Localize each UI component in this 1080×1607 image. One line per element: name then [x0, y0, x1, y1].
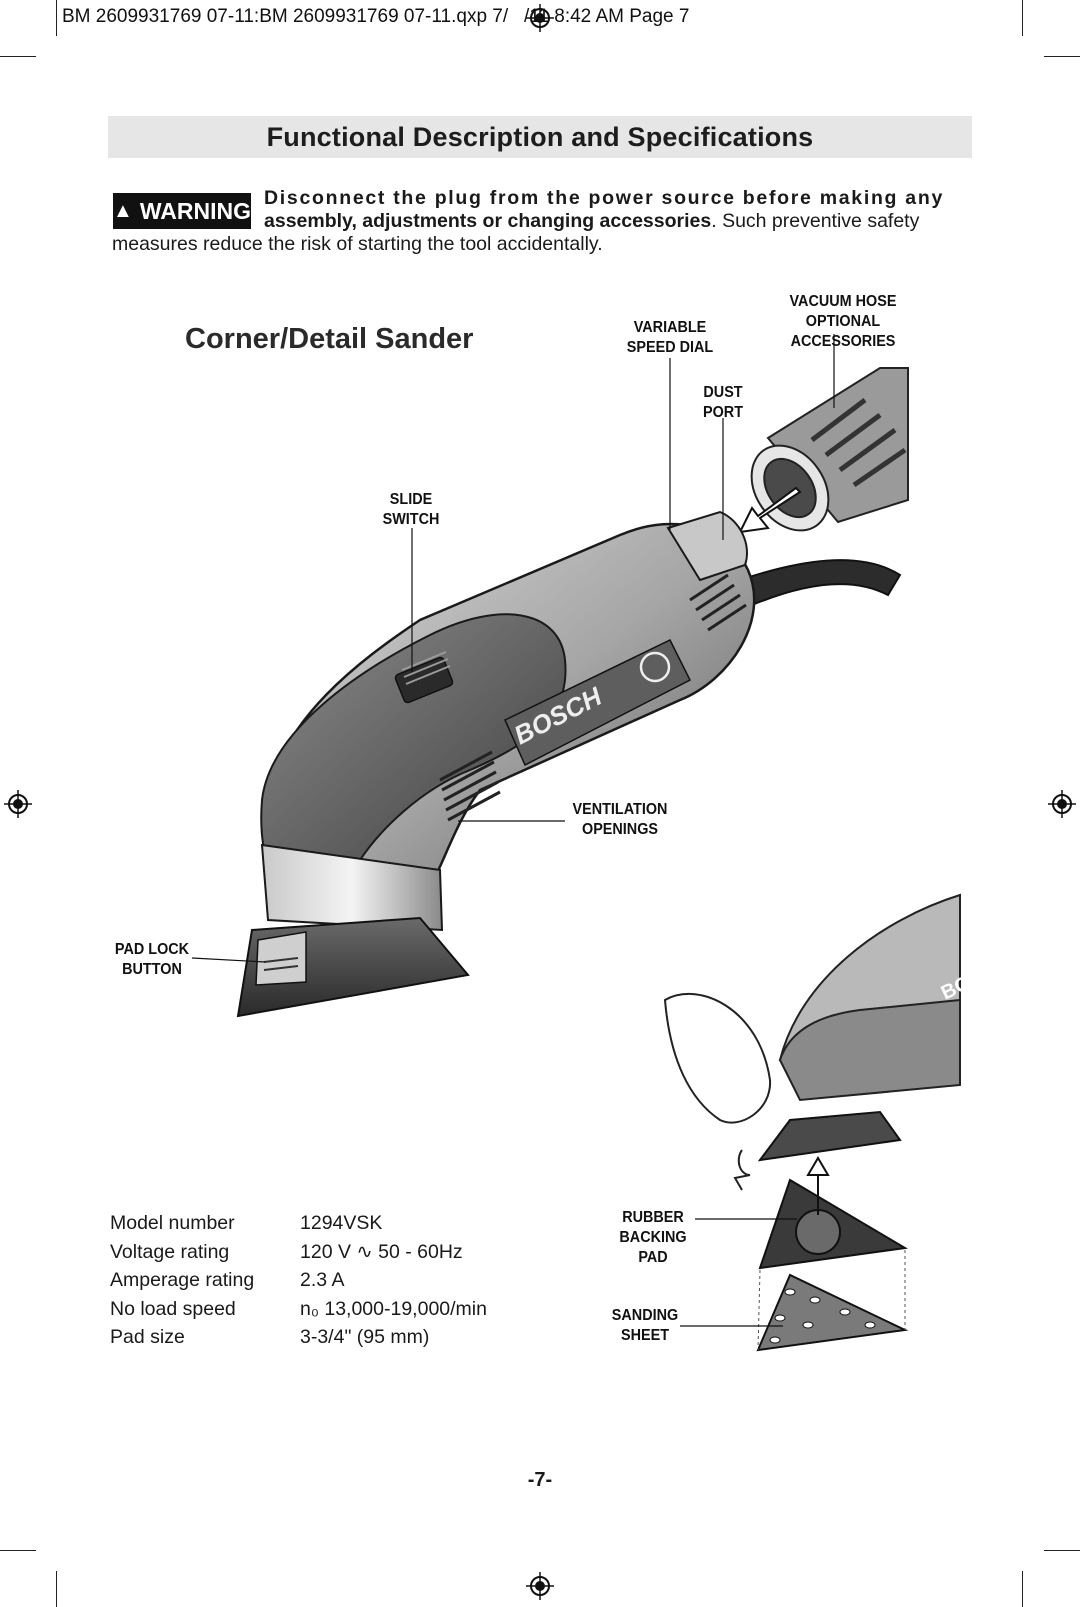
spec-label: Model number	[110, 1212, 235, 1234]
spec-row: Amperage rating 2.3 A	[110, 1266, 487, 1295]
registration-mark-icon	[1048, 790, 1076, 818]
warning-rest: . Such preventive safety	[711, 210, 920, 232]
spec-value: 2.3 A	[300, 1269, 345, 1291]
crop-mark	[1022, 1571, 1023, 1607]
crop-mark	[56, 1571, 57, 1607]
registration-mark-icon	[4, 790, 32, 818]
callout-variable-speed-dial: VARIABLE SPEED DIAL	[626, 319, 714, 356]
callout-vacuum-hose: VACUUM HOSE OPTIONAL ACCESSORIES	[789, 293, 897, 350]
spec-label: Voltage rating	[110, 1240, 230, 1263]
warning-line-3: measures reduce the risk of starting the…	[112, 233, 603, 255]
sander-body: BOSCH	[236, 510, 756, 1018]
crop-mark	[1022, 0, 1023, 36]
vent-slots	[439, 573, 747, 822]
crop-mark	[56, 0, 57, 36]
warning-text: Disconnect the plug from the power sourc…	[264, 187, 974, 233]
crop-mark	[1044, 1550, 1080, 1551]
callout-leaders	[191, 334, 835, 1327]
spec-value: 3-3/4" (95 mm)	[300, 1326, 430, 1348]
callout-slide-switch: SLIDE SWITCH	[382, 491, 440, 528]
warning-badge-label: WARNING	[139, 197, 251, 224]
section-title: Functional Description and Specification…	[266, 121, 814, 152]
spec-label: Amperage rating	[110, 1269, 255, 1291]
bosch-armature-icon	[639, 651, 671, 683]
callout-rubber-backing-pad: RUBBER BACKING PAD	[619, 1209, 687, 1266]
spec-label: Pad size	[110, 1326, 185, 1348]
spec-row: No load speed n₀ 13,000-19,000/min	[110, 1295, 487, 1324]
registration-mark-icon	[526, 1572, 554, 1600]
callout-ventilation-openings: VENTILATION OPENINGS	[572, 801, 668, 838]
insert-arrow-icon	[738, 486, 802, 534]
warning-bold-line: Disconnect the plug from the power sourc…	[264, 187, 944, 209]
callout-sanding-sheet: SANDING SHEET	[611, 1307, 679, 1344]
print-slug: BM 2609931769 07-11:BM 2609931769 07-11.…	[62, 6, 690, 27]
curved-arrow-icon	[733, 1149, 751, 1191]
crop-mark	[1044, 56, 1080, 57]
crop-mark	[0, 1550, 36, 1551]
warning-bold-phrase: assembly, adjustments or changing access…	[264, 210, 712, 232]
crop-mark	[0, 56, 36, 57]
power-cord	[738, 559, 902, 607]
spec-value: 1294VSK	[300, 1212, 383, 1234]
up-arrow-icon	[806, 1156, 830, 1176]
warning-line-2: assembly, adjustments or changing access…	[264, 210, 974, 233]
section-title-bar: Functional Description and Specification…	[108, 116, 972, 158]
spec-value: 120 V ∿ 50 - 60Hz	[300, 1240, 463, 1263]
callout-dust-port: DUST PORT	[702, 384, 743, 421]
pad-change-illustration: BO	[663, 893, 974, 1352]
warning-triangle-icon: ▲	[113, 199, 133, 222]
spec-row: Voltage rating 120 V ∿ 50 - 60Hz	[110, 1238, 487, 1267]
spec-label: No load speed	[110, 1297, 236, 1320]
registration-mark-icon	[526, 4, 554, 32]
warning-badge: ▲ WARNING	[113, 193, 251, 229]
page-number: -7-	[527, 1469, 553, 1491]
figure-title: Corner/Detail Sander	[185, 323, 474, 355]
callout-pad-lock-button: PAD LOCK BUTTON	[114, 941, 190, 978]
spec-value: n₀ 13,000-19,000/min	[300, 1297, 487, 1320]
spec-table: Model number 1294VSK Voltage rating 120 V …	[110, 1209, 487, 1352]
hand-outline	[663, 992, 772, 1124]
spec-row: Model number 1294VSK	[110, 1209, 487, 1238]
spec-row: Pad size 3-3/4" (95 mm)	[110, 1323, 487, 1352]
